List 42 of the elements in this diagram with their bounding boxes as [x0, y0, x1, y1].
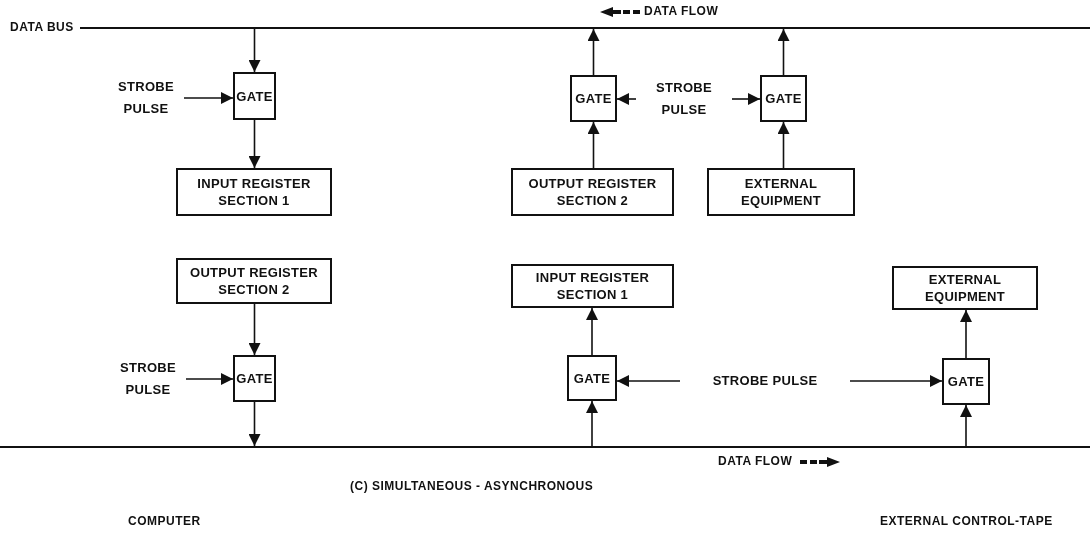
signal-label: STROBE PULSE — [636, 77, 732, 121]
diagram-label: DATA BUS — [10, 20, 74, 34]
block-box: OUTPUT REGISTER SECTION 2 — [176, 258, 332, 304]
block-box: GATE — [760, 75, 807, 122]
signal-label: STROBE PULSE — [680, 371, 850, 391]
block-box: GATE — [233, 72, 276, 120]
block-box: GATE — [942, 358, 990, 405]
arrow — [185, 373, 234, 385]
block-box: INPUT REGISTER SECTION 1 — [511, 264, 674, 308]
arrow — [731, 93, 761, 105]
arrow — [777, 28, 790, 76]
arrow — [586, 400, 598, 447]
arrow — [777, 121, 790, 169]
diagram-label: COMPUTER — [128, 514, 201, 528]
arrow — [248, 119, 261, 169]
arrow — [960, 404, 972, 447]
signal-label: STROBE PULSE — [108, 76, 184, 120]
arrow — [616, 93, 637, 105]
arrow — [587, 28, 600, 76]
arrow — [586, 307, 598, 356]
block-box: EXTERNAL EQUIPMENT — [892, 266, 1038, 310]
block-box: GATE — [570, 75, 617, 122]
arrow — [183, 92, 234, 104]
block-box: OUTPUT REGISTER SECTION 2 — [511, 168, 674, 216]
arrow — [960, 309, 972, 359]
arrow — [248, 28, 261, 73]
diagram-label: EXTERNAL CONTROL-TAPE — [880, 514, 1053, 528]
data-bus-line — [80, 27, 1090, 29]
block-box: GATE — [233, 355, 276, 402]
signal-label: STROBE PULSE — [110, 357, 186, 401]
figure-caption: (C) SIMULTANEOUS - ASYNCHRONOUS — [350, 479, 594, 493]
diagram-label: DATA FLOW — [644, 4, 719, 18]
arrow — [587, 121, 600, 169]
arrow — [248, 401, 261, 447]
diagram-label: DATA FLOW — [718, 454, 793, 468]
data-bus-line — [0, 446, 1090, 448]
block-box: GATE — [567, 355, 617, 401]
arrow — [849, 375, 943, 387]
arrow — [248, 303, 261, 356]
arrow — [616, 375, 681, 387]
block-box: INPUT REGISTER SECTION 1 — [176, 168, 332, 216]
block-box: EXTERNAL EQUIPMENT — [707, 168, 855, 216]
